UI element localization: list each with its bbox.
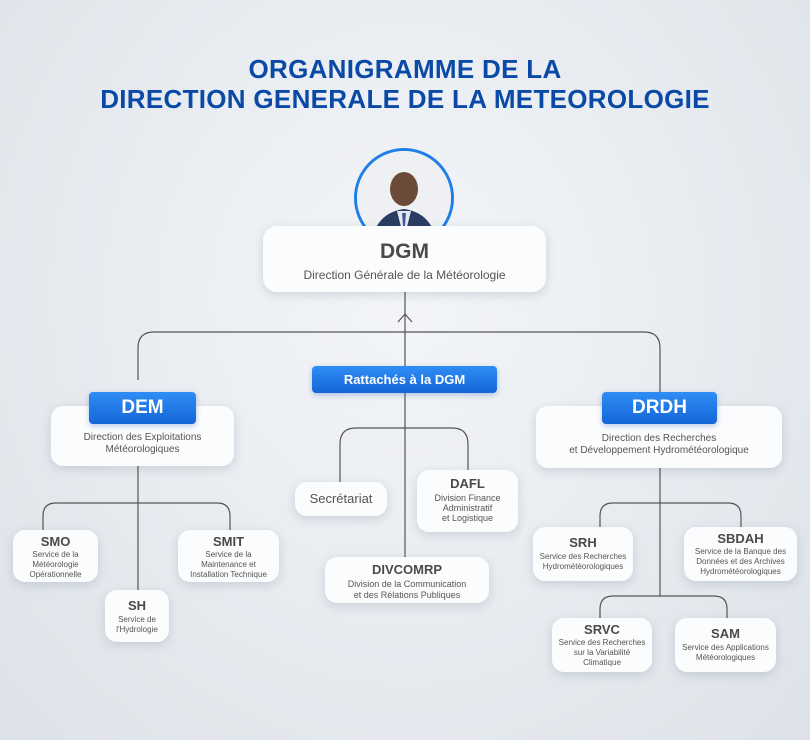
smit-line1: Service de la [205,550,252,559]
sam-card[interactable]: SAM Service des Applications Météorologi… [675,618,776,672]
srvc-line1: Service des Recherches [558,638,646,647]
drdh-line1: Direction des Recherches [601,433,717,444]
smit-card[interactable]: SMIT Service de la Maintenance et Instal… [178,530,279,582]
smo-line2: Météorologie [32,560,79,569]
smit-code: SMIT [212,534,245,549]
dem-line2: Météorologiques [105,444,180,455]
smo-card[interactable]: SMO Service de la Météorologie Opération… [13,530,98,582]
srvc-code: SRVC [584,622,620,637]
sh-line1: Service de [118,615,156,624]
smo-code: SMO [40,534,71,549]
dafl-line1: Division Finance [434,493,501,503]
sam-code: SAM [711,626,740,641]
dafl-code: DAFL [450,476,485,491]
srvc-line3: Climatique [583,658,621,667]
attached-badge[interactable]: Rattachés à la DGM [312,366,497,393]
srh-card[interactable]: SRH Service des Recherches Hydrométéorol… [533,527,633,581]
sh-line2: l'Hydrologie [116,625,158,634]
smo-line3: Opérationnelle [29,570,82,579]
chart-title-line2: DIRECTION GENERALE DE LA METEOROLOGIE [100,84,710,114]
sam-line2: Météorologiques [695,653,756,662]
smo-line1: Service de la [32,550,79,559]
divcomrp-code: DIVCOMRP [371,562,443,577]
srh-code: SRH [569,535,597,550]
secretariat-card[interactable]: Secrétariat [295,482,387,516]
drdh-badge[interactable]: DRDH [602,392,717,424]
dafl-line2: Administratif [442,503,493,513]
sam-line1: Service des Applications [682,643,769,652]
divcomrp-line2: et des Rélations Publiques [353,590,461,600]
dgm-name: Direction Générale de la Météorologie [303,268,506,282]
smit-line2: Maintenance et [201,560,256,569]
dafl-line3: et Logistique [441,513,494,523]
sbdah-code: SBDAH [717,531,764,546]
drdh-line2: et Développement Hydrométéorologique [569,445,749,456]
srvc-line2: sur la Variabilité [573,648,631,657]
divcomrp-card[interactable]: DIVCOMRP Division de la Communication et… [325,557,489,603]
sbdah-card[interactable]: SBDAH Service de la Banque des Données e… [684,527,797,581]
sbdah-line3: Hydrométéorologiques [700,567,781,576]
dem-badge[interactable]: DEM [89,392,196,424]
sbdah-line2: Données et des Archives [696,557,785,566]
srh-line2: Hydrométéorologiques [542,562,624,571]
sh-code: SH [127,598,147,613]
divcomrp-line1: Division de la Communication [347,579,467,589]
dgm-card[interactable]: DGM Direction Générale de la Météorologi… [263,226,546,292]
dafl-card[interactable]: DAFL Division Finance Administratif et L… [417,470,518,532]
dgm-code: DGM [380,240,429,263]
sh-card[interactable]: SH Service de l'Hydrologie [105,590,169,642]
dem-line1: Direction des Exploitations [83,432,202,443]
srvc-card[interactable]: SRVC Service des Recherches sur la Varia… [552,618,652,672]
sbdah-line1: Service de la Banque des [694,547,787,556]
smit-line3: Installation Technique [190,570,267,579]
chart-title-line1: ORGANIGRAMME DE LA [248,54,562,84]
srh-line1: Service des Recherches [539,552,627,561]
